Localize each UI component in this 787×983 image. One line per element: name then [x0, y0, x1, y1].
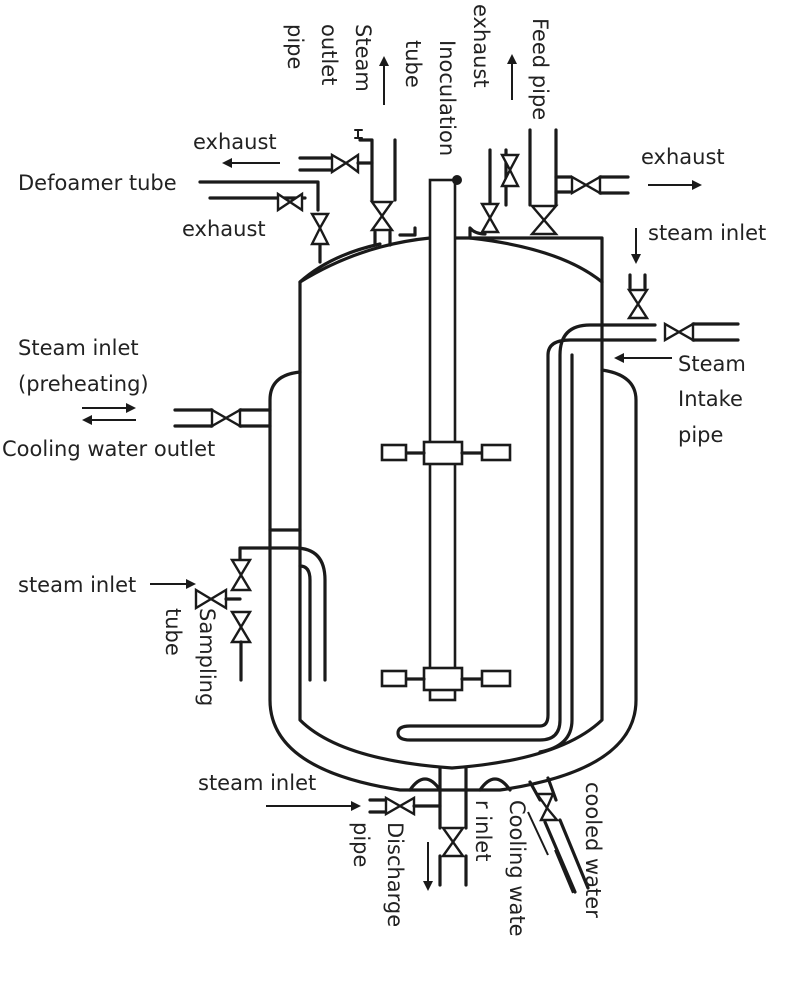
- sampling-internal-pipe: [238, 528, 327, 682]
- label-exhaust-left-mid: exhaust: [182, 217, 266, 241]
- svg-text:Steam inlet: Steam inlet: [18, 336, 139, 360]
- discharge-line: [368, 766, 468, 887]
- sampling-side-valve-a: [194, 587, 214, 611]
- svg-text:tube: tube: [401, 40, 425, 88]
- label-steam-inlet-bottom: steam inlet: [198, 771, 316, 795]
- upper-blade-left: [380, 443, 408, 462]
- label-steam-inlet-left: steam inlet: [18, 573, 136, 597]
- jacket-bottom-left-bulge: [408, 777, 442, 792]
- svg-text:r inlet: r inlet: [471, 800, 495, 861]
- svg-text:Feed pipe: Feed pipe: [528, 18, 552, 120]
- cooling-jacket: [268, 368, 638, 792]
- defoamer-valve-a: [276, 191, 293, 213]
- feed-left-valve-a: [479, 202, 501, 221]
- label-exhaust-top: exhaust: [469, 4, 493, 88]
- agitator-shaft: [428, 178, 457, 702]
- label-defoamer-tube: Defoamer tube: [18, 171, 177, 195]
- jacket-left-valve-b: [223, 407, 242, 429]
- sampling-side-valve-b: [208, 587, 228, 611]
- defoamer-vert-valve-a: [309, 212, 331, 231]
- discharge-steam-valve-a: [384, 795, 403, 817]
- labels: exhaust Defoamer tube exhaust Steam outl…: [2, 4, 766, 937]
- svg-text:Steam: Steam: [678, 352, 746, 376]
- svg-text:Intake: Intake: [678, 387, 743, 411]
- svg-text:cooled water: cooled water: [581, 782, 605, 918]
- sampling-bottom-valve-b: [229, 624, 253, 644]
- feed-pipe-valve-b: [529, 218, 559, 236]
- svg-text:exhaust: exhaust: [469, 4, 493, 88]
- intake-vert-valve-b: [626, 301, 650, 320]
- label-steam-inlet-right: steam inlet: [648, 221, 766, 245]
- label-steam-inlet-preheating: Steam inlet (preheating): [18, 336, 149, 396]
- sampling-bottom-valve-a: [229, 610, 253, 630]
- intake-horiz-valve-a: [663, 321, 682, 343]
- steam-intake-line: [626, 273, 740, 343]
- label-discharge-pipe: Discharge pipe: [349, 822, 407, 927]
- cooling-inlet-line: [528, 776, 590, 894]
- svg-text:Sampling: Sampling: [195, 608, 219, 706]
- intake-horiz-valve-b: [676, 321, 695, 343]
- jacket-bottom-right-bulge: [478, 777, 512, 792]
- steam-outlet-line: [298, 129, 417, 247]
- label-feed-pipe: Feed pipe: [528, 18, 552, 120]
- label-exhaust-left-top: exhaust: [193, 130, 277, 154]
- steam-outlet-valve-b: [369, 213, 395, 232]
- cooling-inlet-valve-a: [534, 792, 555, 811]
- intake-vert-valve-a: [626, 288, 650, 307]
- flow-arrows: [82, 54, 702, 894]
- sampling-top-valve-b: [229, 572, 253, 592]
- label-cooling-water-inlet: Cooling wate r inlet: [471, 800, 529, 937]
- defoamer-vert-valve-b: [310, 225, 330, 246]
- jacket-left-valve-a: [210, 407, 229, 429]
- label-inoculation-tube: Inoculation tube: [401, 40, 459, 156]
- svg-text:outlet: outlet: [317, 24, 341, 85]
- svg-text:pipe: pipe: [283, 24, 307, 69]
- svg-text:tube: tube: [161, 608, 185, 656]
- exhaust-top-valve-a: [330, 152, 349, 175]
- discharge-steam-valve-b: [397, 795, 416, 817]
- label-exhaust-right: exhaust: [641, 145, 725, 169]
- feed-line: [468, 128, 630, 240]
- inoculation-point: [452, 175, 462, 185]
- sampling-top-valve-a: [229, 558, 253, 578]
- svg-text:Steam: Steam: [351, 24, 375, 92]
- svg-text:Inoculation: Inoculation: [435, 40, 459, 156]
- svg-text:pipe: pipe: [678, 423, 723, 447]
- lower-blade-left: [380, 669, 408, 688]
- feed-left-valve-b: [479, 215, 501, 234]
- label-sampling-tube: Sampling tube: [161, 608, 219, 706]
- exhaust-right-valve-b: [583, 174, 602, 196]
- defoamer-line: [198, 180, 331, 264]
- exhaust-top-valve-b: [343, 152, 360, 175]
- exhaust-right-valve-a: [570, 174, 589, 196]
- defoamer-valve-b: [287, 191, 304, 213]
- sampling-line: [194, 558, 253, 682]
- feed-upper-valve-b: [500, 167, 520, 188]
- feed-upper-valve-a: [500, 153, 520, 173]
- agitator: [380, 175, 512, 702]
- svg-text:Cooling wate: Cooling wate: [505, 800, 529, 937]
- lower-blade-right: [480, 669, 512, 688]
- label-steam-intake-pipe: Steam Intake pipe: [678, 352, 746, 447]
- upper-blade-right: [480, 443, 512, 462]
- jacket-left-line: [173, 407, 272, 429]
- vessel-top-head: [298, 236, 604, 284]
- svg-text:(preheating): (preheating): [18, 372, 149, 396]
- lower-impeller-hub: [422, 666, 464, 692]
- steam-outlet-valve-a: [369, 200, 395, 219]
- label-cooled-water: cooled water: [581, 782, 605, 918]
- discharge-valve-a: [440, 826, 466, 845]
- cooling-inlet-valve-b: [539, 805, 560, 822]
- internal-steam-pipe: [396, 323, 657, 754]
- upper-impeller-hub: [422, 440, 464, 466]
- feed-pipe-valve-a: [529, 204, 559, 222]
- svg-text:Discharge: Discharge: [383, 822, 407, 927]
- label-cooling-water-outlet: Cooling water outlet: [2, 437, 215, 461]
- label-steam-outlet-pipe: Steam outlet pipe: [283, 24, 375, 92]
- svg-text:pipe: pipe: [349, 822, 373, 867]
- discharge-valve-b: [440, 839, 466, 858]
